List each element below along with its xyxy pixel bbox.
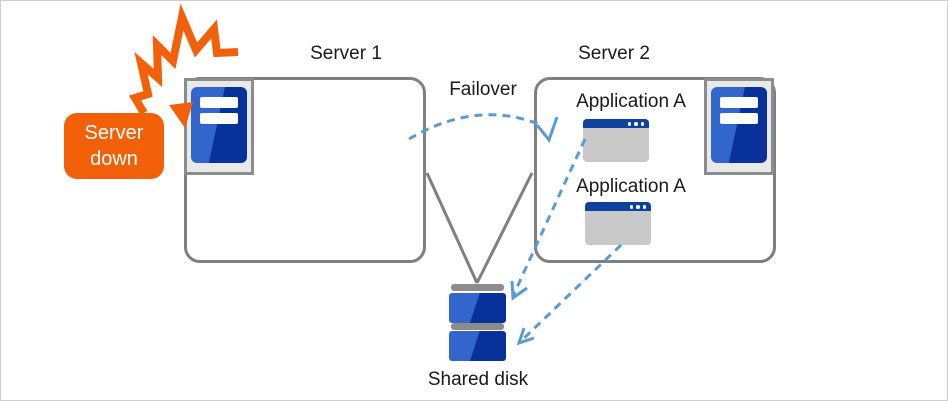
app1-arrowhead — [510, 280, 528, 301]
window-dot — [636, 205, 640, 209]
application-a-label-1: Application A — [576, 91, 686, 112]
failover-label: Failover — [449, 79, 517, 100]
app2-arrowhead — [516, 327, 535, 346]
app-window-dots — [627, 122, 644, 126]
server-tower-body — [711, 87, 767, 163]
window-dot — [634, 122, 638, 126]
server-slot-bar — [720, 97, 758, 108]
server-tower-icon — [704, 78, 774, 175]
app-window-titlebar — [585, 202, 651, 211]
disk-platter — [449, 293, 506, 323]
application-a-label-2: Application A — [576, 176, 686, 197]
server-down-badge: Server down — [64, 113, 164, 179]
disk-platter — [449, 331, 506, 361]
disk-cap — [451, 284, 504, 291]
app-window-titlebar — [583, 119, 649, 128]
window-dot — [640, 122, 644, 126]
disk-cap — [451, 323, 504, 330]
server-tower-icon — [184, 78, 254, 175]
server-down-badge-text: Server down — [84, 122, 144, 170]
disk-stack-icon — [449, 284, 506, 362]
server-slot-bar — [200, 113, 238, 124]
server-slot-bar — [200, 97, 238, 108]
app-window-dots — [629, 205, 646, 209]
app-window-icon — [583, 119, 649, 162]
server2-label: Server 2 — [578, 43, 650, 64]
server-slot-bar — [720, 113, 758, 124]
window-dot — [629, 205, 633, 209]
window-dot — [642, 205, 646, 209]
app-window-icon — [585, 202, 651, 245]
window-dot — [627, 122, 631, 126]
server2-disk-line — [475, 172, 534, 284]
failover-dashed-arrow — [408, 113, 542, 141]
shared-disk-label: Shared disk — [427, 369, 529, 390]
server-tower-body — [191, 87, 247, 163]
server1-disk-line — [425, 172, 479, 284]
server1-label: Server 1 — [310, 43, 382, 64]
